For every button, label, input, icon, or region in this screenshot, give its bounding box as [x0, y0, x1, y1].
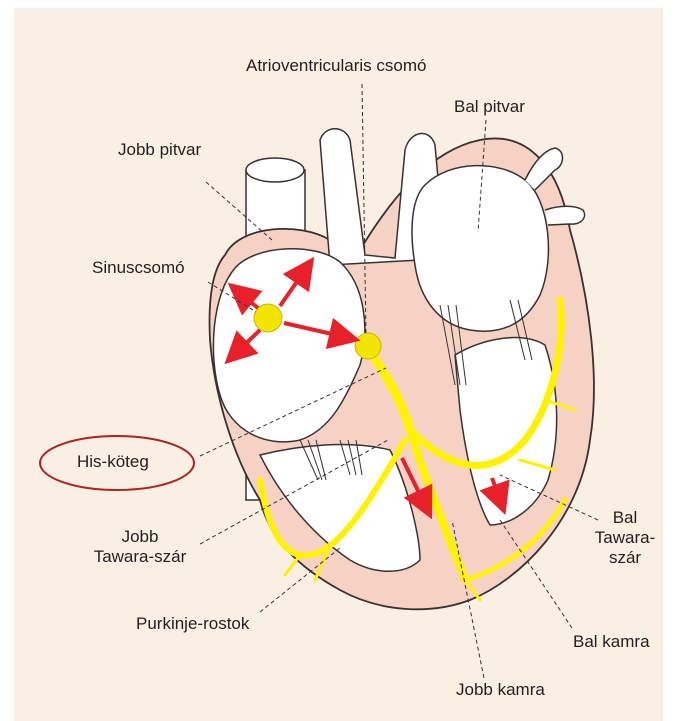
label-purkinje: Purkinje-rostok: [136, 614, 249, 634]
label-right-bundle-branch: Jobb Tawara-szár: [80, 527, 200, 567]
av-node: [355, 333, 381, 359]
label-his-bundle: His-köteg: [77, 452, 149, 472]
label-sinus-node: Sinuscsomó: [92, 258, 185, 278]
left-atrium-chamber: [412, 166, 548, 332]
label-right-bundle-branch-line1: Jobb: [80, 527, 200, 547]
label-av-node: Atrioventricularis csomó: [246, 56, 426, 76]
label-right-bundle-branch-line2: Tawara-szár: [80, 547, 200, 567]
label-left-bundle-branch-line1: Bal: [592, 508, 658, 528]
label-left-bundle-branch-line3: szár: [592, 548, 658, 568]
sinus-node: [254, 304, 282, 332]
label-right-ventricle: Jobb kamra: [456, 680, 545, 700]
label-left-bundle-branch: Bal Tawara- szár: [592, 508, 658, 568]
label-left-bundle-branch-line2: Tawara-: [592, 528, 658, 548]
label-left-ventricle: Bal kamra: [573, 632, 650, 652]
label-left-atrium: Bal pitvar: [454, 97, 525, 117]
label-right-atrium: Jobb pitvar: [118, 140, 201, 160]
